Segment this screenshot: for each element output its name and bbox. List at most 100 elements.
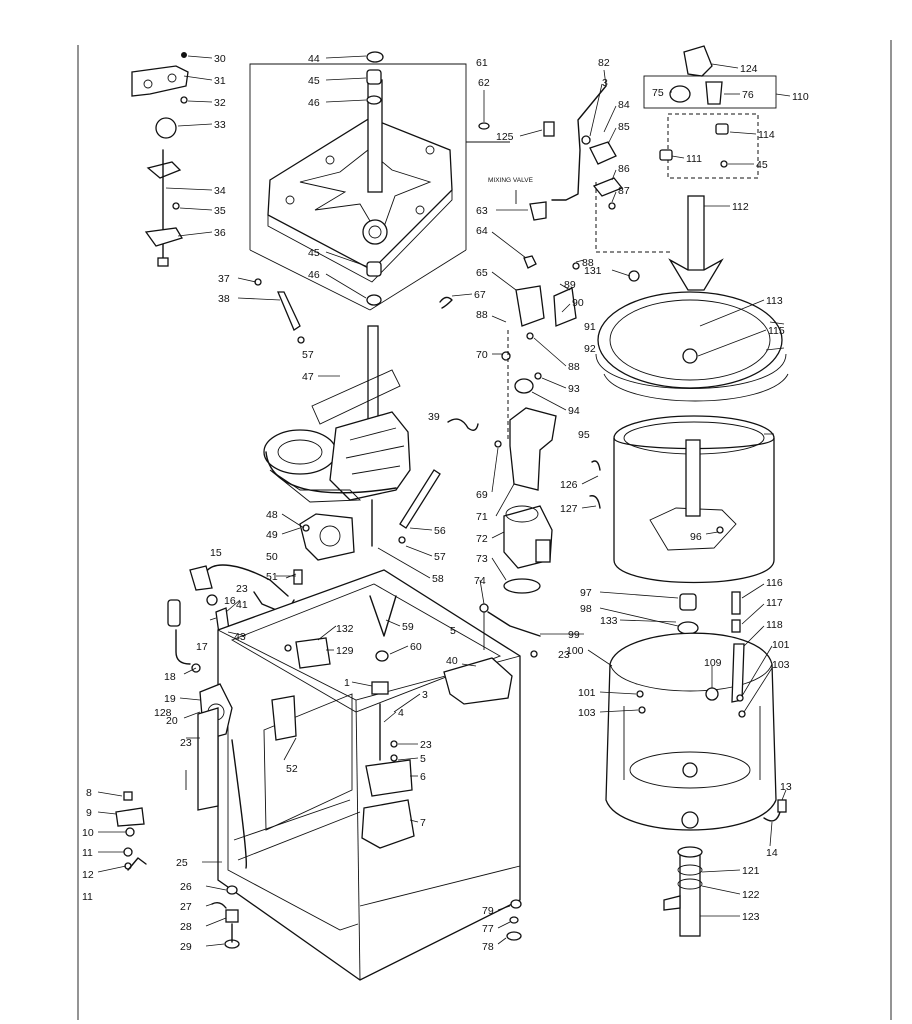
washer-57 [297, 336, 305, 344]
callout-17: 17 [196, 641, 208, 653]
callout-125: 125 [496, 131, 514, 143]
clip-64 [523, 255, 537, 269]
callout-38: 38 [218, 293, 230, 305]
callout-34: 34 [214, 185, 226, 197]
screw-23c [530, 650, 538, 658]
clip-39 [447, 418, 479, 431]
clip-27 [211, 901, 227, 909]
bracket-65 [515, 285, 545, 327]
part-109 [705, 687, 719, 701]
part-117 [731, 619, 741, 633]
washer-11 [123, 847, 133, 857]
callout-33: 33 [214, 119, 226, 131]
callout-79: 79 [482, 905, 494, 917]
clamp-16 [206, 594, 218, 606]
clip-9 [115, 807, 145, 827]
callout-58: 58 [432, 573, 444, 585]
callout-103: 103 [772, 659, 790, 671]
callout-28: 28 [180, 921, 192, 933]
callout-131: 131 [584, 265, 602, 277]
callout-92: 92 [584, 343, 596, 355]
callout-60: 60 [410, 641, 422, 653]
rod-11 [127, 857, 147, 871]
nut-77 [509, 916, 519, 924]
cylinder-17 [167, 599, 181, 627]
callout-20: 20 [166, 715, 178, 727]
callout-32: 32 [214, 97, 226, 109]
callout-19: 19 [164, 693, 176, 705]
callout-93: 93 [568, 383, 580, 395]
callout-117: 117 [766, 597, 783, 609]
callout-97: 97 [580, 587, 592, 599]
callout-5: 5 [420, 753, 426, 765]
screw-23d [390, 740, 398, 748]
callout-50: 50 [266, 551, 278, 563]
callout-111: 111 [686, 153, 702, 165]
screw-30 [181, 52, 187, 58]
callout-41: 41 [236, 599, 248, 611]
callout-64: 64 [476, 225, 488, 237]
foot-26 [226, 885, 238, 895]
bracket-85 [589, 141, 617, 165]
callout-6: 6 [420, 771, 426, 783]
callout-12: 12 [82, 869, 94, 881]
bracket-6 [365, 759, 413, 797]
pump-49 [319, 525, 341, 547]
callout-57: 57 [302, 349, 314, 361]
callout-26: 26 [180, 881, 192, 893]
mixing-valve-label: MIXING VALVE [488, 177, 534, 184]
callout-16: 16 [224, 595, 236, 607]
callout-87: 87 [618, 185, 630, 197]
cap-44 [366, 51, 384, 63]
screw-35 [172, 202, 180, 210]
callout-43: 43 [234, 631, 246, 643]
callout-51: 51 [266, 571, 278, 583]
callout-118: 118 [766, 619, 783, 631]
callout-90: 90 [572, 297, 584, 309]
callout-23: 23 [180, 737, 192, 749]
knob-33 [155, 117, 177, 139]
callout-91: 91 [584, 321, 596, 333]
callout-61: 61 [476, 57, 488, 69]
transmission-base-box [249, 63, 510, 311]
leader-99 [487, 611, 541, 637]
clip-67 [439, 296, 453, 309]
nut-103a [638, 706, 646, 714]
callout-101: 101 [772, 639, 790, 651]
callout-98: 98 [580, 603, 592, 615]
callout-115: 115 [768, 325, 785, 337]
callout-18: 18 [164, 671, 176, 683]
callout-44: 44 [308, 53, 320, 65]
callout-100: 100 [566, 645, 584, 657]
callout-77: 77 [482, 923, 494, 935]
callout-78: 78 [482, 941, 494, 953]
callout-37: 37 [218, 273, 230, 285]
bracket-40 [443, 657, 513, 705]
callout-49: 49 [266, 529, 278, 541]
callout-1: 1 [344, 677, 350, 689]
screw-23a [209, 617, 217, 621]
bracket-86 [592, 177, 624, 197]
callout-94: 94 [568, 405, 580, 417]
callout-71: 71 [476, 511, 488, 523]
hose-82 [551, 85, 607, 201]
switch-52 [271, 695, 297, 741]
callout-109: 109 [704, 657, 722, 669]
callout-113: 113 [766, 295, 783, 307]
agitator-112 [668, 195, 724, 291]
callout-45: 45 [308, 75, 320, 87]
callout-45: 45 [756, 159, 768, 171]
callout-65: 65 [476, 267, 488, 279]
callout-47: 47 [302, 371, 314, 383]
nut-3b [581, 135, 591, 145]
callout-84: 84 [618, 99, 630, 111]
callout-8: 8 [86, 787, 92, 799]
bracket-89 [553, 287, 577, 327]
callout-103: 103 [578, 707, 596, 719]
screw-132 [284, 644, 292, 652]
callout-123: 123 [742, 911, 760, 923]
spring-59 [369, 595, 397, 637]
callout-39: 39 [428, 411, 440, 423]
callout-88: 88 [568, 361, 580, 373]
